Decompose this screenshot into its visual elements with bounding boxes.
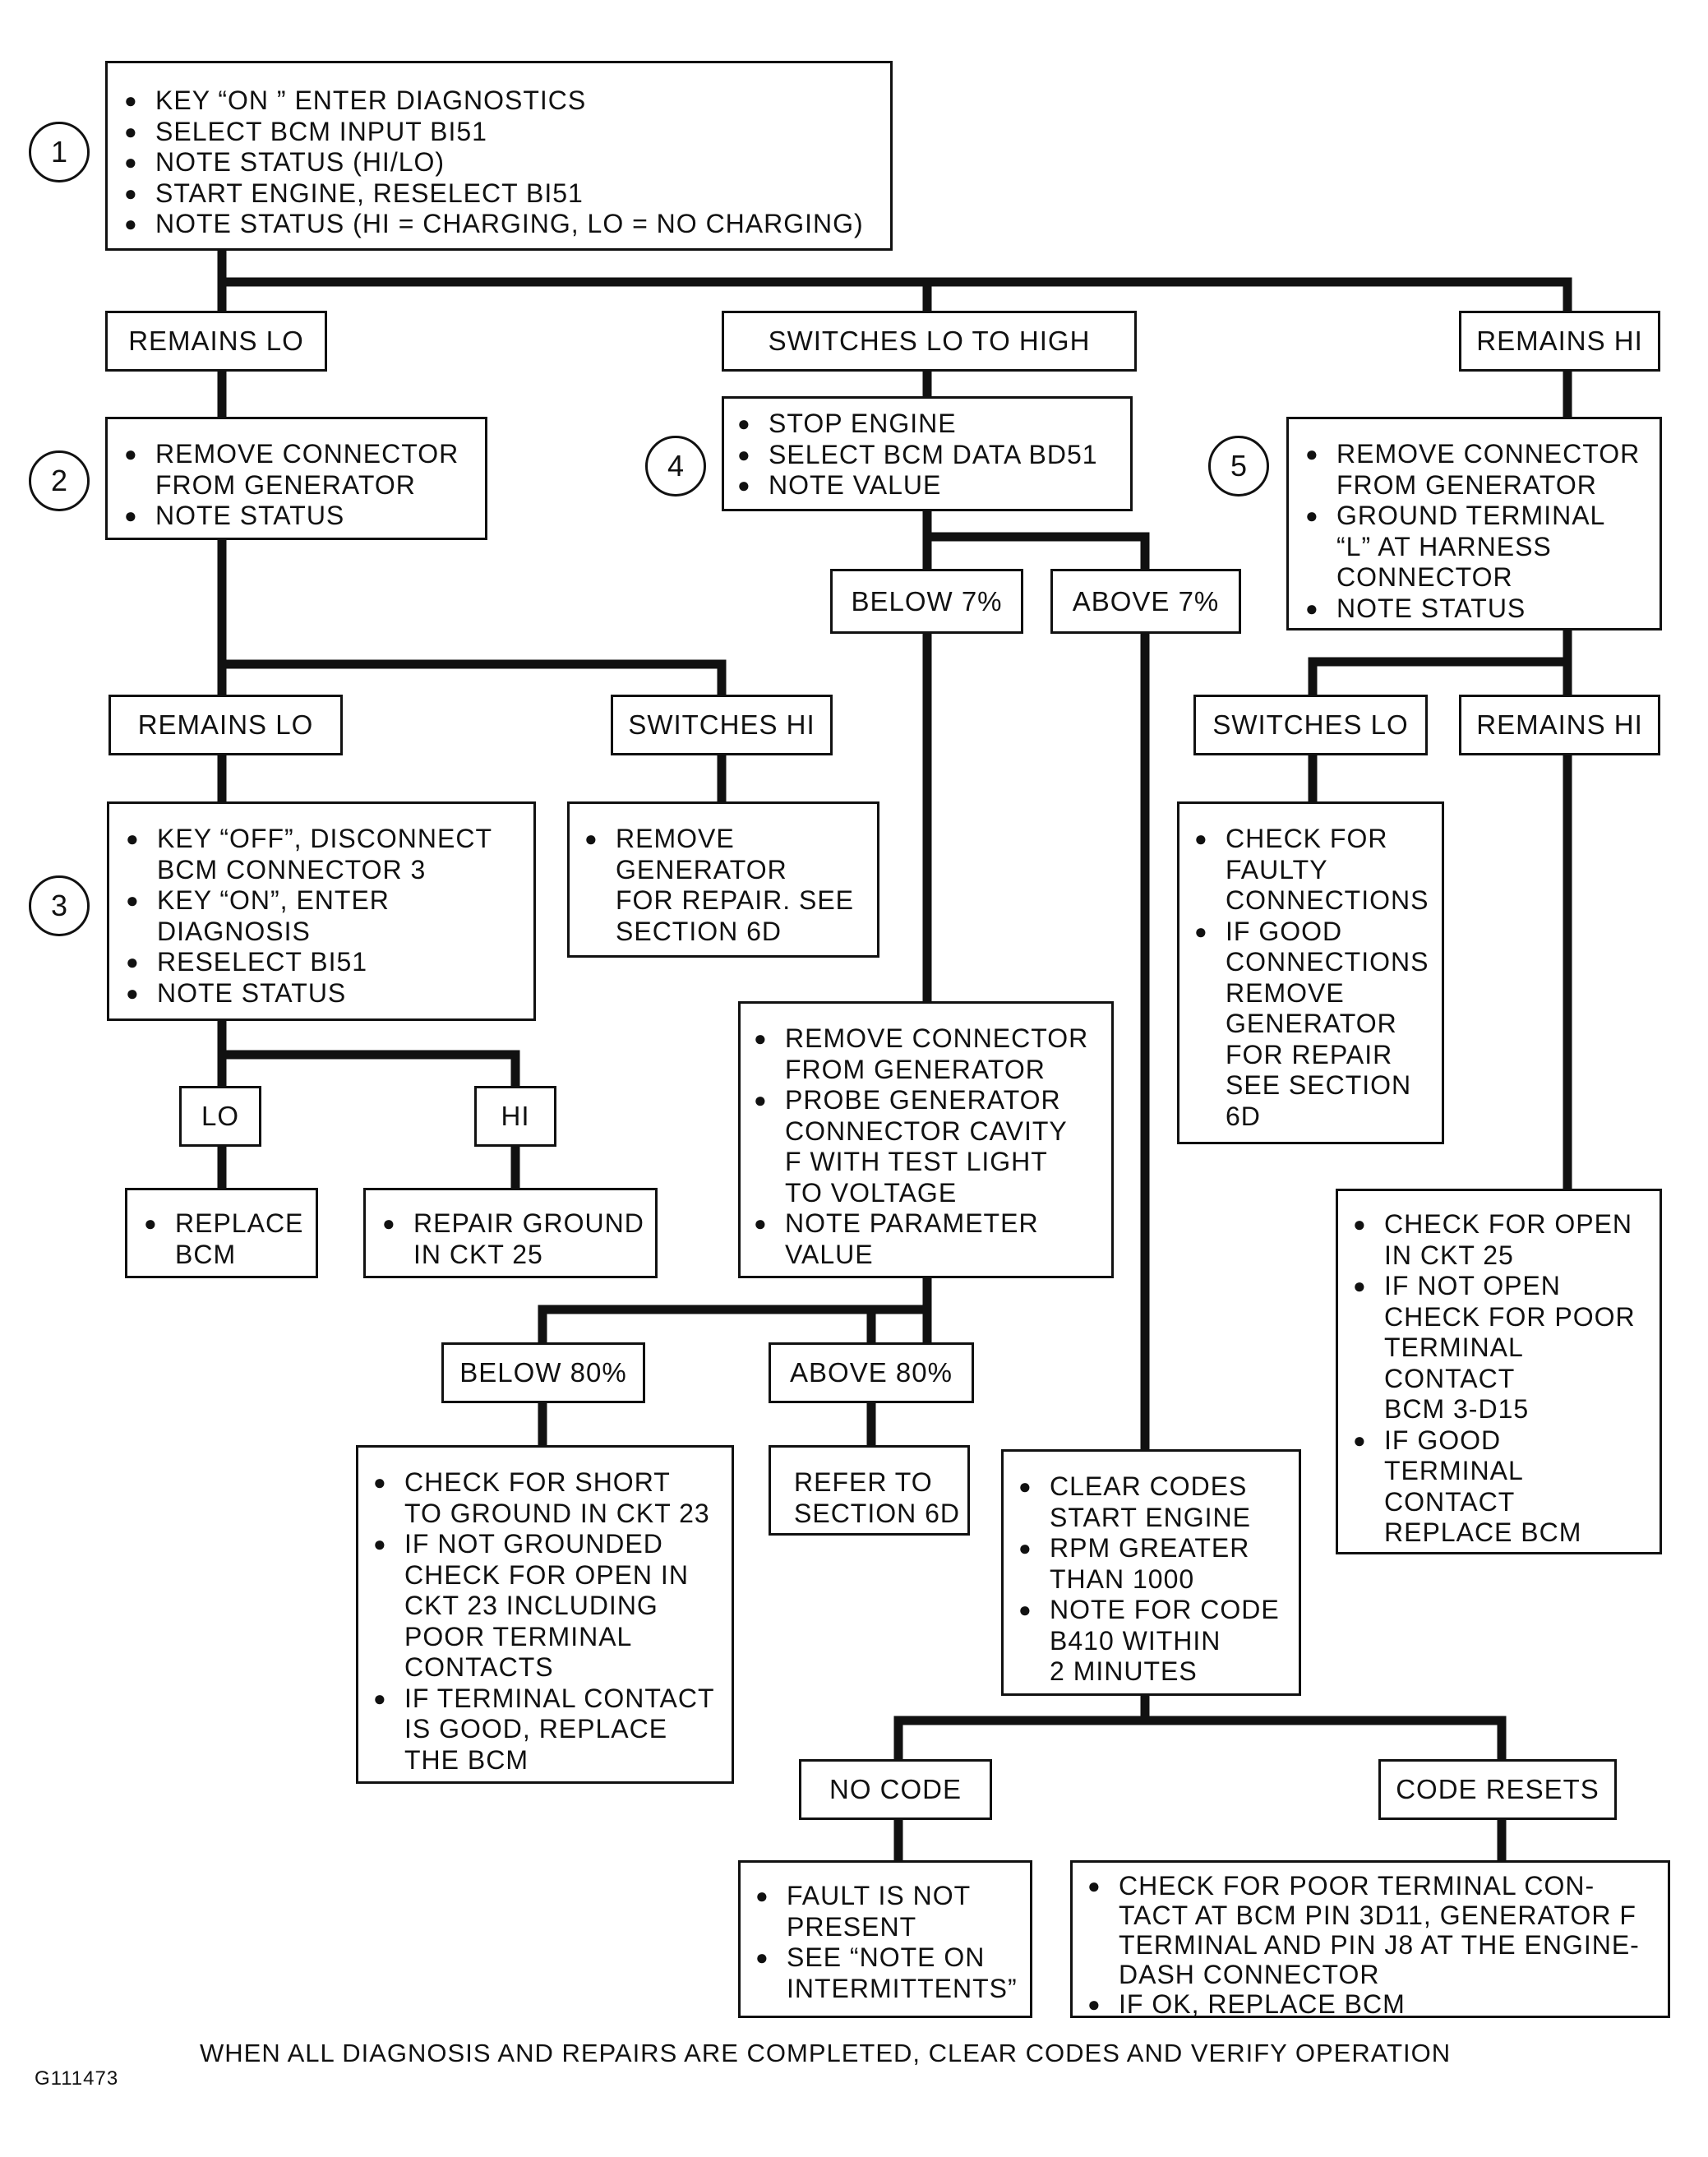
bullet-item: FAULT IS NOT PRESENT xyxy=(755,1881,1030,1942)
repair-ground-box: REPAIR GROUND IN CKT 25 xyxy=(363,1188,658,1278)
bullet-item: RPM GREATER THAN 1000 xyxy=(1018,1533,1299,1595)
bullet-item: CHECK FOR SHORT TO GROUND IN CKT 23 xyxy=(373,1467,732,1529)
label-switches-lo-to-high: SWITCHES LO TO HIGH xyxy=(722,311,1137,372)
bullet-item: REMOVE CONNECTOR FROM GENERATOR xyxy=(1305,439,1660,501)
bullet-item: IF GOOD TERMINAL CONTACT REPLACE BCM xyxy=(1353,1425,1660,1549)
bullet-item: NOTE STATUS xyxy=(126,978,533,1009)
figure-id: G111473 xyxy=(35,2067,119,2090)
initial-check-box: KEY “ON ” ENTER DIAGNOSTICS SELECT BCM I… xyxy=(105,61,893,251)
bullet-item: REMOVE CONNECTOR FROM GENERATOR xyxy=(754,1023,1111,1085)
bullet-item: IF OK, REPLACE BCM xyxy=(1087,1989,1668,2019)
bullet-item: KEY “OFF”, DISCONNECT BCM CONNECTOR 3 xyxy=(126,824,533,885)
label-above-7: ABOVE 7% xyxy=(1050,569,1241,634)
label-remains-hi: REMAINS HI xyxy=(1459,695,1660,755)
label-above-80: ABOVE 80% xyxy=(769,1342,974,1403)
bullet-item: PROBE GENERATOR CONNECTOR CAVITY F WITH … xyxy=(754,1085,1111,1208)
bullet-item: SELECT BCM DATA BD51 xyxy=(737,440,1130,471)
bullet-item: NOTE VALUE xyxy=(737,470,1130,501)
bullet-item: KEY “ON”, ENTER DIAGNOSIS xyxy=(126,885,533,947)
faulty-connections-box: CHECK FOR FAULTY CONNECTIONS IF GOOD CON… xyxy=(1177,801,1444,1144)
bullet-item: CHECK FOR FAULTY CONNECTIONS xyxy=(1194,824,1442,917)
label-remains-hi: REMAINS HI xyxy=(1459,311,1660,372)
bullet-item: CHECK FOR OPEN IN CKT 25 xyxy=(1353,1209,1660,1271)
label-switches-lo: SWITCHES LO xyxy=(1193,695,1428,755)
disconnect-bcm-box: KEY “OFF”, DISCONNECT BCM CONNECTOR 3 KE… xyxy=(107,801,536,1021)
refer-text: REFER TO SECTION 6D xyxy=(794,1467,961,1528)
step-3-circle: 3 xyxy=(29,875,90,936)
step-5-circle: 5 xyxy=(1208,436,1269,497)
bullet-item: IF GOOD CONNECTIONS REMOVE GENERATOR FOR… xyxy=(1194,917,1442,1133)
stop-engine-box: STOP ENGINE SELECT BCM DATA BD51 NOTE VA… xyxy=(722,396,1133,511)
probe-generator-box: REMOVE CONNECTOR FROM GENERATOR PROBE GE… xyxy=(738,1001,1114,1278)
label-no-code: NO CODE xyxy=(799,1759,992,1820)
bullet-item: RESELECT BI51 xyxy=(126,947,533,978)
bullet-item: NOTE STATUS (HI/LO) xyxy=(124,147,890,178)
bullet-item: NOTE FOR CODE B410 WITHIN 2 MINUTES xyxy=(1018,1595,1299,1688)
bullet-item: NOTE PARAMETER VALUE xyxy=(754,1208,1111,1270)
bullet-item: NOTE STATUS xyxy=(1305,594,1660,625)
footer-note: WHEN ALL DIAGNOSIS AND REPAIRS ARE COMPL… xyxy=(200,2039,1452,2067)
bullet-item: REMOVE CONNECTOR FROM GENERATOR xyxy=(124,439,485,501)
bullet-item: NOTE STATUS xyxy=(124,501,485,532)
bullet-item: KEY “ON ” ENTER DIAGNOSTICS xyxy=(124,85,890,117)
bullet-item: SELECT BCM INPUT BI51 xyxy=(124,117,890,148)
check-poor-terminal-box: CHECK FOR POOR TERMINAL CON- TACT AT BCM… xyxy=(1070,1860,1670,2019)
bullet-item: STOP ENGINE xyxy=(737,409,1130,440)
bullet-item: IF NOT OPEN CHECK FOR POOR TERMINAL CONT… xyxy=(1353,1271,1660,1425)
check-short-box: CHECK FOR SHORT TO GROUND IN CKT 23 IF N… xyxy=(356,1445,734,1784)
clear-codes-box: CLEAR CODES START ENGINE RPM GREATER THA… xyxy=(1001,1449,1301,1696)
fault-not-present-box: FAULT IS NOT PRESENT SEE “NOTE ON INTERM… xyxy=(738,1860,1032,2018)
step-2-circle: 2 xyxy=(29,450,90,511)
bullet-item: CHECK FOR POOR TERMINAL CON- TACT AT BCM… xyxy=(1087,1871,1668,1989)
bullet-item: IF NOT GROUNDED CHECK FOR OPEN IN CKT 23… xyxy=(373,1529,732,1684)
bullet-item: REMOVE GENERATOR FOR REPAIR. SEE SECTION… xyxy=(584,824,877,947)
label-below-7: BELOW 7% xyxy=(830,569,1023,634)
label-hi: HI xyxy=(474,1086,556,1147)
label-switches-hi: SWITCHES HI xyxy=(611,695,833,755)
label-remains-lo: REMAINS LO xyxy=(105,311,327,372)
remove-generator-box: REMOVE GENERATOR FOR REPAIR. SEE SECTION… xyxy=(567,801,879,958)
bullet-item: SEE “NOTE ON INTERMITTENTS” xyxy=(755,1942,1030,2004)
bullet-item: GROUND TERMINAL “L” AT HARNESS CONNECTOR xyxy=(1305,501,1660,594)
bullet-item: START ENGINE, RESELECT BI51 xyxy=(124,178,890,210)
bullet-item: IF TERMINAL CONTACT IS GOOD, REPLACE THE… xyxy=(373,1684,732,1776)
step-4-circle: 4 xyxy=(645,436,706,497)
replace-bcm-box: REPLACE BCM xyxy=(125,1188,318,1278)
bullet-item: REPLACE BCM xyxy=(144,1208,316,1270)
label-lo: LO xyxy=(179,1086,261,1147)
remove-connector-box: REMOVE CONNECTOR FROM GENERATOR NOTE STA… xyxy=(105,417,487,540)
bullet-item: CLEAR CODES START ENGINE xyxy=(1018,1471,1299,1533)
ground-terminal-box: REMOVE CONNECTOR FROM GENERATOR GROUND T… xyxy=(1286,417,1662,630)
label-code-resets: CODE RESETS xyxy=(1378,1759,1617,1820)
bullet-item: REPAIR GROUND IN CKT 25 xyxy=(382,1208,655,1270)
check-for-open-box: CHECK FOR OPEN IN CKT 25 IF NOT OPEN CHE… xyxy=(1336,1189,1662,1554)
refer-section-box: REFER TO SECTION 6D xyxy=(769,1445,970,1536)
step-1-circle: 1 xyxy=(29,122,90,182)
bullet-item: NOTE STATUS (HI = CHARGING, LO = NO CHAR… xyxy=(124,209,890,240)
label-remains-lo: REMAINS LO xyxy=(108,695,343,755)
label-below-80: BELOW 80% xyxy=(441,1342,645,1403)
